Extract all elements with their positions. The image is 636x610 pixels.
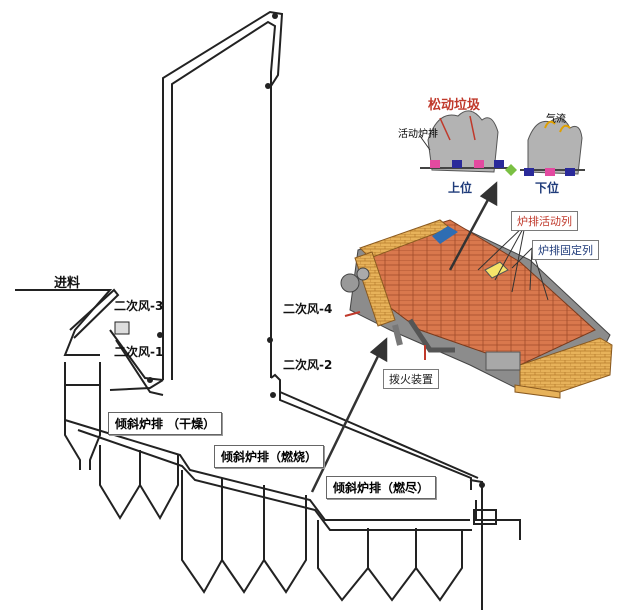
callout-grate-fixed-row: 炉排固定列 <box>532 240 599 260</box>
callout-arrows <box>310 181 498 493</box>
grate-illustration <box>340 219 613 399</box>
label-lower-position: 下位 <box>535 181 560 195</box>
air-nozzles <box>147 13 485 488</box>
boiler-outline <box>15 10 521 610</box>
label-moving-grate: 活动炉排 <box>398 129 438 140</box>
zone-burning: 倾斜炉排（燃烧） <box>214 445 325 468</box>
label-secondary-air-3: 二次风-3 <box>114 299 164 313</box>
callout-fire-poker: 拨火装置 <box>383 369 439 389</box>
zone-burnout: 倾斜炉排（燃尽） <box>326 476 437 499</box>
label-secondary-air-1: 二次风-1 <box>114 345 164 359</box>
callout-grate-moving-row: 炉排活动列 <box>511 211 578 231</box>
label-loosen-garbage: 松动垃圾 <box>428 98 481 113</box>
zone-drying: 倾斜炉排 （干燥） <box>108 412 223 435</box>
label-secondary-air-4: 二次风-4 <box>283 302 333 316</box>
label-airflow: 气流 <box>546 114 566 125</box>
feed-pusher <box>114 321 130 335</box>
label-feed: 进料 <box>54 276 81 291</box>
label-upper-position: 上位 <box>448 181 473 195</box>
grate-detail-inset <box>419 110 585 176</box>
label-secondary-air-2: 二次风-2 <box>283 358 333 372</box>
